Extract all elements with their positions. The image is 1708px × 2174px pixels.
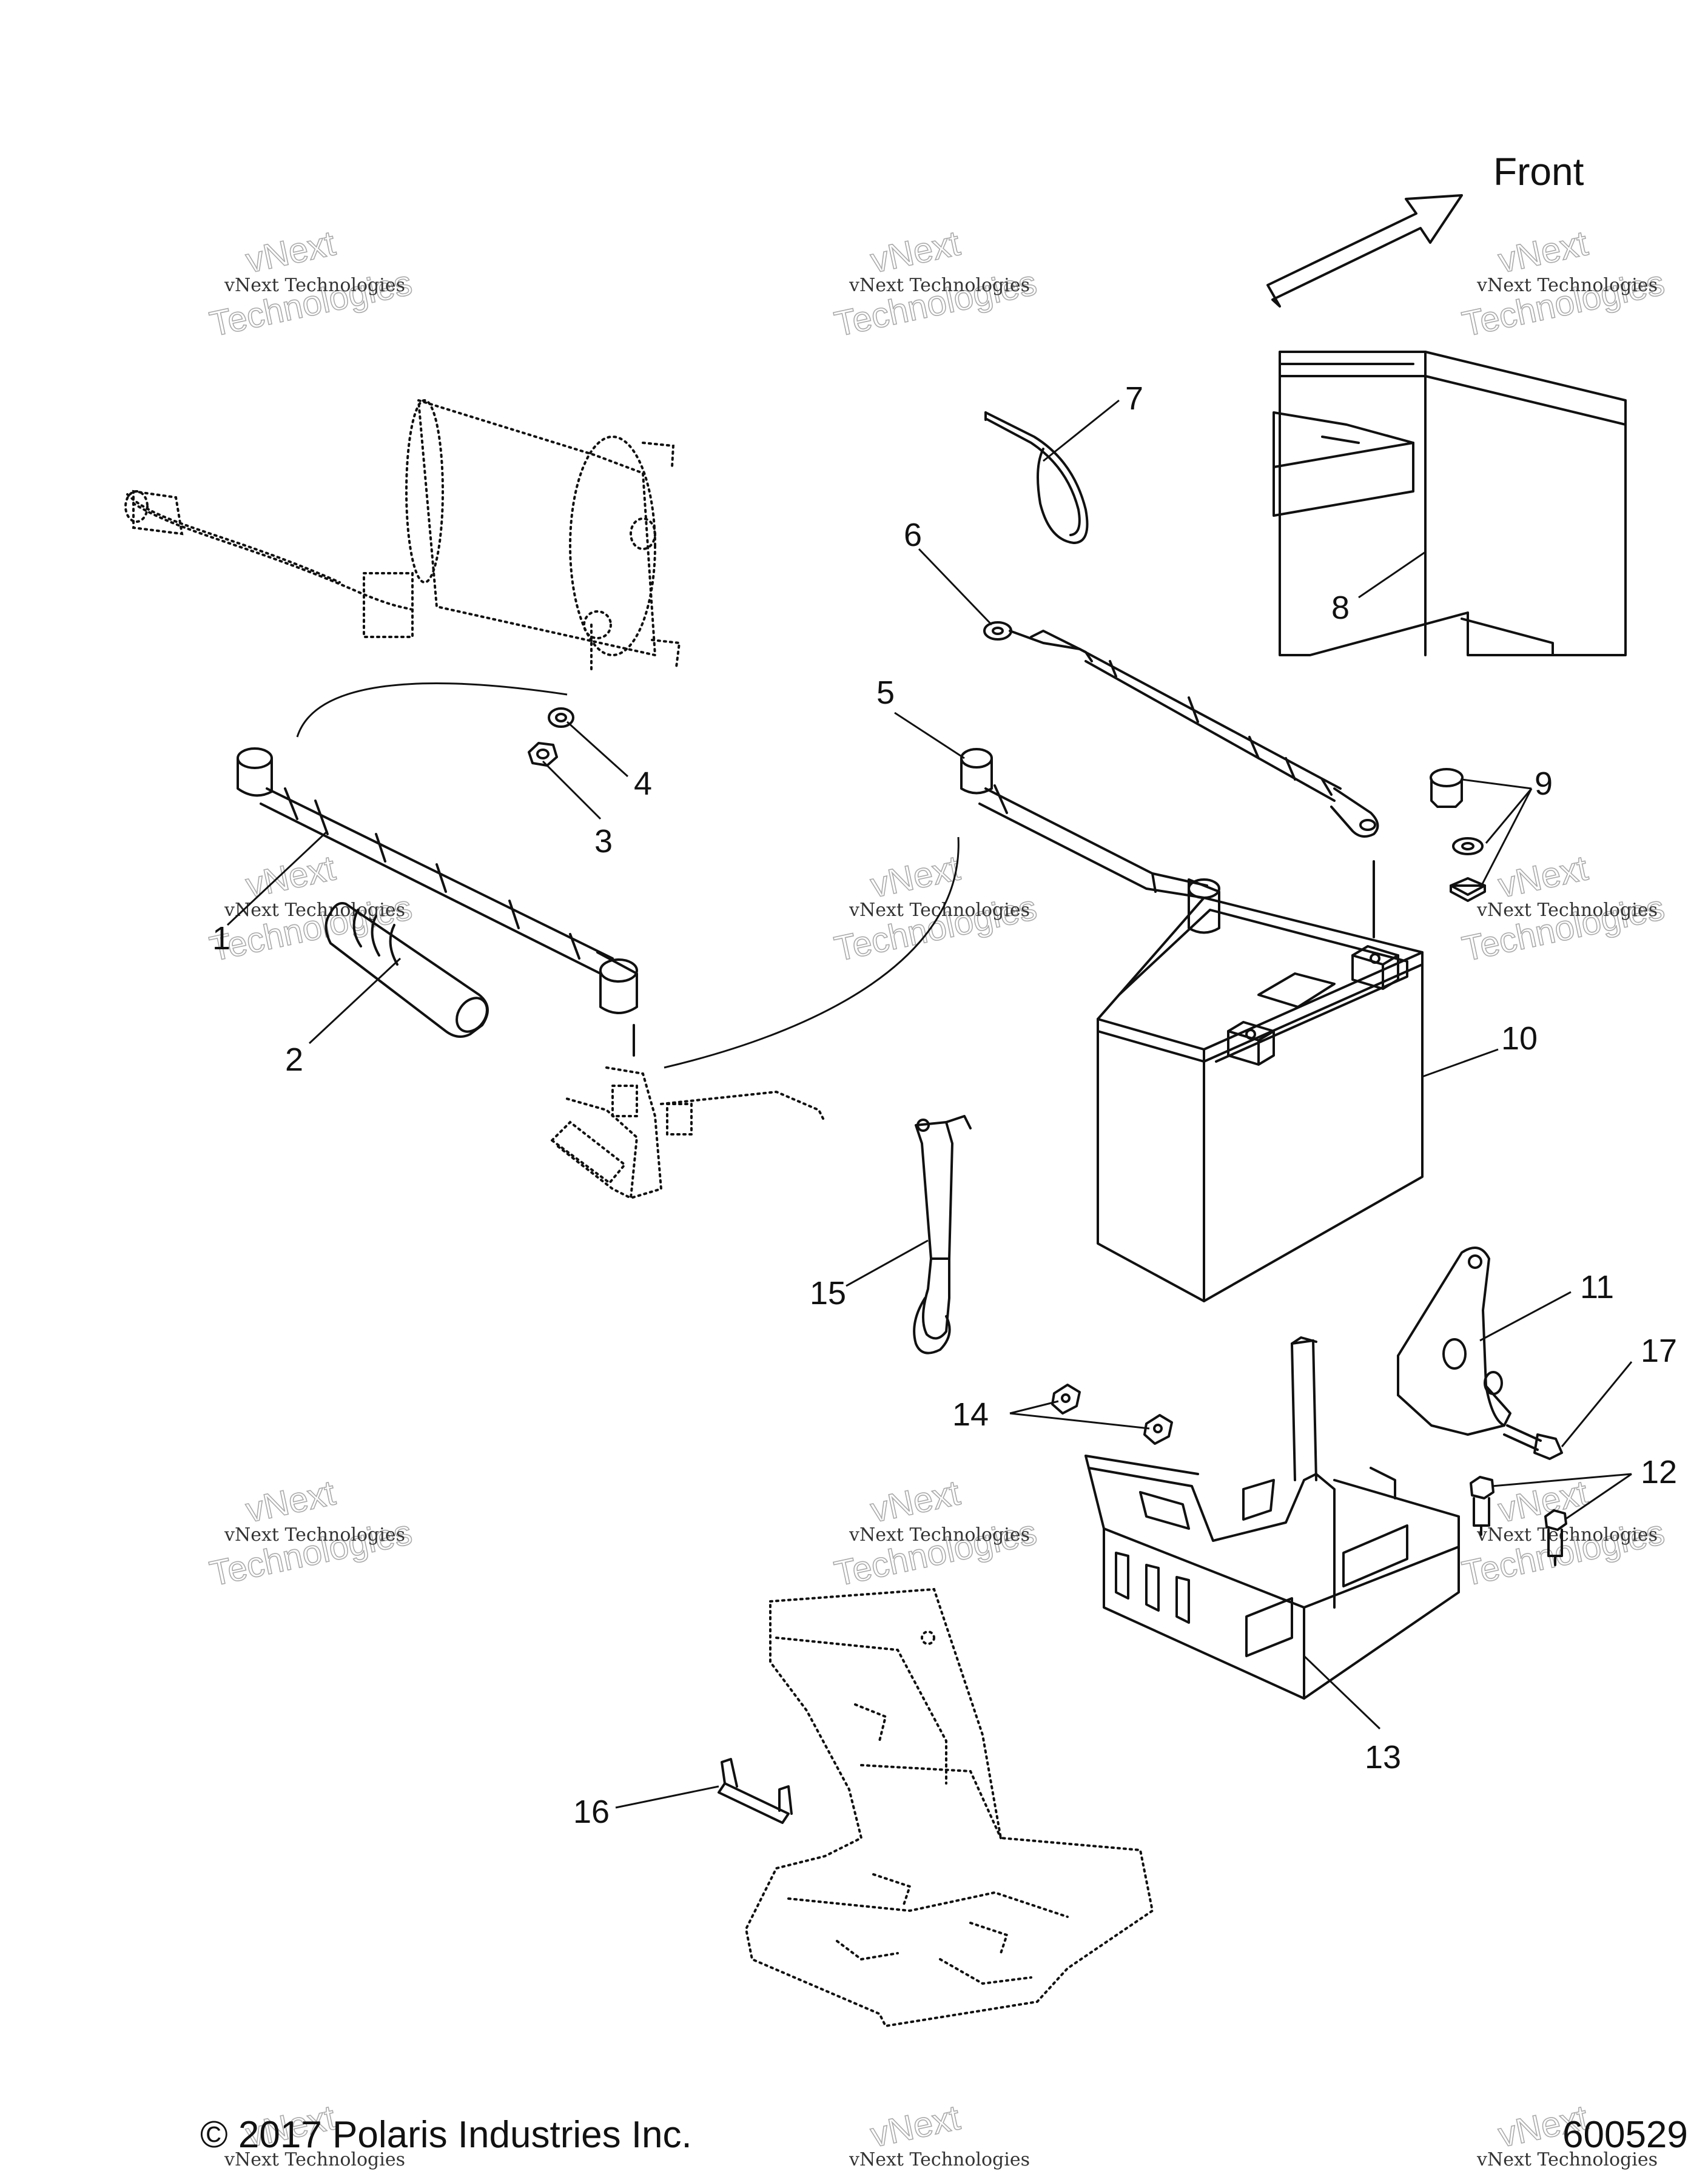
callout-labels: 1 2 3 4 5 6 7 8 9 10 11 12 13 14 15 16 1… [212, 380, 1677, 1830]
svg-text:vNext Technologies: vNext Technologies [1476, 2149, 1658, 2170]
watermark: vNext Technologies vNext Technologies [206, 223, 415, 345]
battery-terminal-negative [1227, 1021, 1275, 1066]
leader-lines [226, 399, 1633, 1809]
front-label: Front [1493, 150, 1584, 194]
part-6-harness-lead [983, 621, 1379, 938]
callout-11: 11 [1580, 1269, 1614, 1305]
svg-text:vNext: vNext [867, 2098, 964, 2155]
callout-17: 17 [1641, 1333, 1677, 1369]
watermark: vNext Technologies vNext Technologies [206, 1472, 415, 1594]
starter-solenoid [550, 1066, 826, 1200]
part-12-bolt [1544, 1509, 1567, 1566]
watermark: vNext Technologies vNext Technologies [830, 223, 1040, 345]
callout-8: 8 [1331, 590, 1350, 626]
svg-text:vNext Technologies: vNext Technologies [224, 275, 405, 296]
front-direction-arrow [1266, 194, 1463, 308]
diagram-number: 600529 [1562, 2114, 1688, 2156]
part-14-clip [1143, 1414, 1173, 1445]
copyright-notice: © 2017 Polaris Industries Inc. [200, 2114, 692, 2156]
callout-3: 3 [594, 823, 613, 860]
callout-14: 14 [952, 1396, 989, 1433]
callout-7: 7 [1125, 380, 1143, 417]
svg-text:vNext: vNext [1495, 848, 1592, 905]
callout-6: 6 [904, 517, 922, 553]
watermark: vNext Technologies vNext Technologies [1458, 847, 1668, 969]
cable-routing-line [664, 836, 960, 1069]
skid-plate [744, 1587, 1154, 2028]
watermark: vNext Technologies vNext Technologies [830, 1472, 1040, 1594]
callout-4: 4 [634, 766, 652, 802]
svg-text:vNext Technologies: vNext Technologies [1476, 900, 1658, 921]
svg-text:vNext Technologies: vNext Technologies [224, 2149, 405, 2170]
starter-motor [124, 399, 681, 675]
svg-text:vNext Technologies: vNext Technologies [849, 2149, 1030, 2170]
svg-text:vNext: vNext [243, 223, 339, 280]
svg-text:vNext Technologies: vNext Technologies [849, 1524, 1030, 1546]
callout-9: 9 [1535, 766, 1553, 802]
part-14-clip [1051, 1384, 1081, 1415]
part-10-battery [1097, 897, 1424, 1302]
cable-routing-line [296, 682, 568, 738]
part-15-hold-down-strap [913, 1115, 972, 1355]
svg-text:vNext: vNext [867, 1473, 964, 1530]
part-1-battery-cable [237, 747, 638, 1057]
svg-text:vNext: vNext [1495, 223, 1592, 280]
callout-10: 10 [1501, 1020, 1538, 1057]
svg-text:vNext Technologies: vNext Technologies [1476, 1524, 1658, 1546]
callout-1: 1 [212, 920, 230, 957]
callout-5: 5 [876, 675, 895, 711]
part-8-battery-cover [1273, 351, 1627, 656]
callout-12: 12 [1641, 1454, 1677, 1490]
battery-terminal-positive [1351, 945, 1399, 990]
watermark: vNext Technologies vNext Technologies [1458, 1472, 1668, 1594]
callout-16: 16 [573, 1794, 610, 1830]
callout-15: 15 [810, 1275, 846, 1311]
watermark: vNext Technologies vNext Technologies [830, 847, 1040, 969]
part-4-washer [548, 707, 574, 728]
part-12-bolt [1470, 1476, 1494, 1536]
part-16-clip [718, 1758, 793, 1824]
callout-2: 2 [285, 1042, 303, 1078]
part-7-cable-tie [984, 411, 1089, 544]
part-17-bolt [1503, 1424, 1563, 1460]
callout-13: 13 [1365, 1739, 1401, 1775]
svg-text:vNext: vNext [867, 223, 964, 280]
watermark: vNext Technologies vNext Technologies [1458, 223, 1668, 345]
watermark: vNext vNext Technologies [849, 2097, 1030, 2170]
watermarks: vNext Technologies vNext Technologies vN… [206, 223, 1668, 2170]
svg-text:vNext Technologies: vNext Technologies [849, 900, 1030, 921]
svg-text:vNext: vNext [243, 1473, 339, 1530]
svg-text:vNext Technologies: vNext Technologies [849, 275, 1030, 296]
svg-text:vNext Technologies: vNext Technologies [1476, 275, 1658, 296]
part-13-battery-tray [1084, 1336, 1460, 1700]
part-11-bracket [1397, 1247, 1511, 1436]
svg-text:vNext Technologies: vNext Technologies [224, 1524, 405, 1546]
part-9-hardware-set [1430, 768, 1486, 902]
part-3-nut [528, 742, 558, 767]
part-2-terminal-boot [324, 902, 489, 1038]
